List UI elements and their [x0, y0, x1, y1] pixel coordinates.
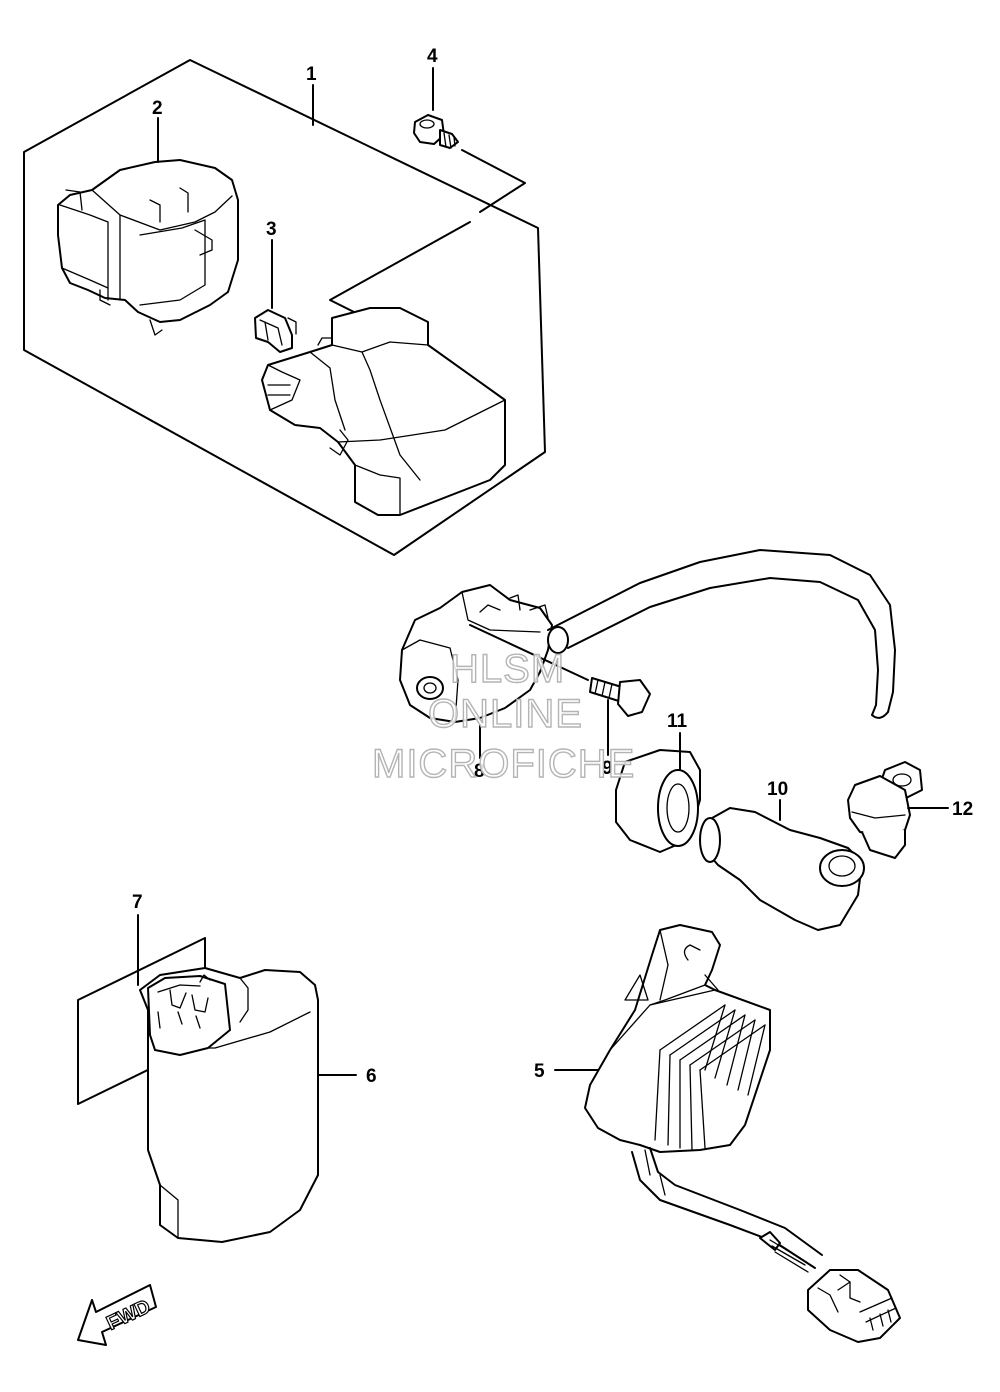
callout-labels: 1 2 3 4 8 9 11 10 12 7 6 5 [132, 46, 973, 1087]
grommet-ring[interactable] [615, 749, 701, 853]
forward-arrow-icon: FWD [77, 1284, 157, 1346]
callout-8: 8 [474, 761, 485, 782]
callout-5: 5 [534, 1061, 545, 1082]
elbow-boot[interactable] [699, 807, 865, 931]
bolt[interactable] [589, 677, 651, 717]
control-unit[interactable] [139, 967, 319, 1243]
switch-unit[interactable] [399, 584, 553, 723]
callout-7: 7 [132, 892, 143, 913]
callout-2: 2 [152, 98, 163, 119]
watermark-line-2: ONLINE [428, 692, 583, 736]
relay-leader-line [329, 221, 471, 316]
callout-3: 3 [266, 219, 277, 240]
callout-10: 10 [767, 779, 788, 800]
terminal-cap[interactable] [847, 761, 923, 859]
callout-6: 6 [366, 1066, 377, 1087]
watermark-line-1: HLSM [450, 647, 565, 691]
bolt-leader-line [469, 624, 589, 681]
screw-leader-line [461, 149, 526, 213]
callout-leaders [137, 67, 949, 1076]
regulator-rectifier[interactable] [584, 924, 771, 1153]
callout-12: 12 [952, 799, 973, 820]
relay-bracket[interactable] [57, 159, 239, 336]
assembly-group-frame [23, 59, 546, 556]
watermark: HLSM ONLINE MICROFICHE [371, 646, 635, 786]
switch-cable [547, 549, 896, 719]
starter-relay[interactable] [261, 307, 506, 516]
harness-connector [807, 1269, 901, 1343]
regulator-harness [631, 1147, 823, 1273]
callout-4: 4 [427, 46, 438, 67]
watermark-line-3: MICROFICHE [372, 742, 635, 786]
fuse[interactable] [254, 309, 297, 353]
callout-9: 9 [602, 758, 613, 779]
callout-11: 11 [667, 711, 688, 732]
callout-1: 1 [306, 64, 317, 85]
screw-small[interactable] [413, 114, 459, 149]
